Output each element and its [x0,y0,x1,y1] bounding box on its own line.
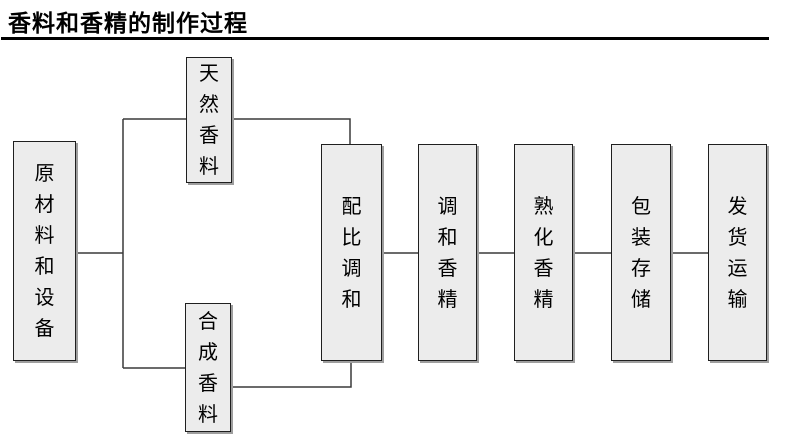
node-label: 包装存储 [631,193,651,311]
node-shipping-transport: 发货运输 [708,144,767,361]
node-proportion-blending: 配比调和 [321,144,382,361]
node-label: 原材料和设备 [34,161,55,340]
node-label: 熟化香精 [533,193,554,311]
node-raw-materials-equipment: 原材料和设备 [13,141,76,361]
node-packaging-storage: 包装存储 [611,144,671,361]
node-label: 配比调和 [341,193,362,311]
edge-natural-to-blending [232,118,351,144]
title-underline [1,37,769,40]
node-natural-fragrance: 天然香料 [186,57,232,183]
node-label: 天然香料 [199,61,219,178]
node-matured-essence: 熟化香精 [514,144,573,361]
page-title: 香料和香精的制作过程 [8,11,248,37]
node-label: 调和香精 [437,193,458,311]
node-blended-essence: 调和香精 [418,144,477,361]
node-label: 合成香料 [198,308,218,426]
node-synthetic-fragrance: 合成香料 [185,303,231,432]
edge-synthetic-to-blending [232,361,352,388]
node-label: 发货运输 [727,193,748,311]
